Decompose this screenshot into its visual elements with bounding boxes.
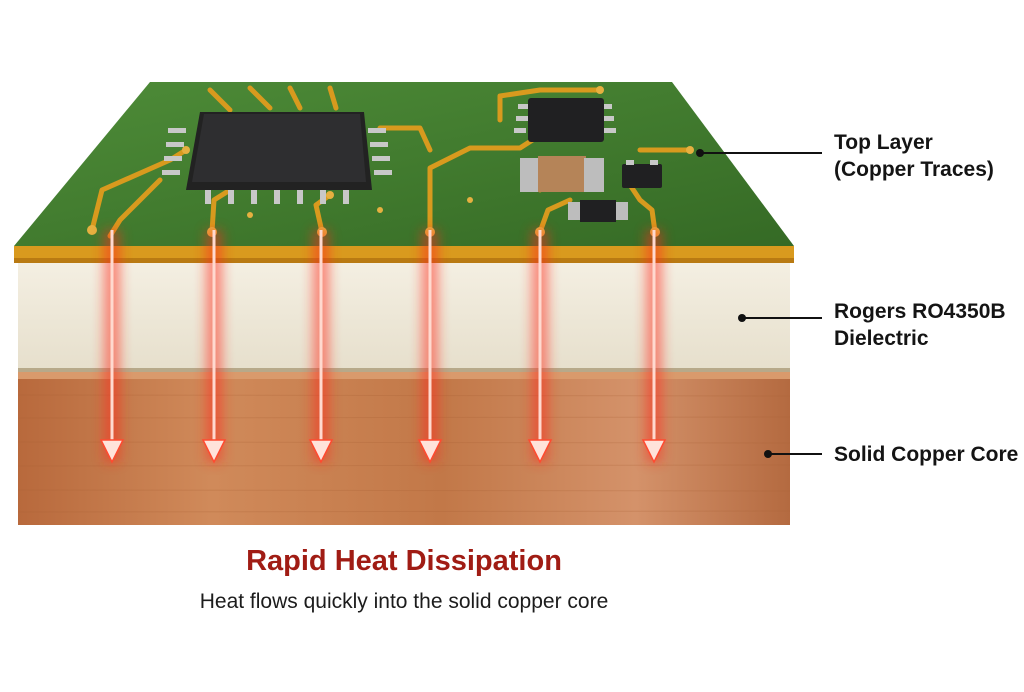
smd-transistor: [622, 160, 662, 188]
callout-lines: [700, 152, 822, 455]
label-dielectric-line1: Rogers RO4350B: [834, 300, 1006, 323]
label-dielectric: Rogers RO4350B Dielectric: [834, 298, 1006, 352]
heat-arrow: [99, 230, 125, 464]
qfp-chip: [162, 112, 392, 204]
pcb-top-surface: [14, 82, 794, 246]
heat-arrow: [417, 230, 443, 464]
heat-arrow: [527, 230, 553, 464]
callout-dot-dielectric: [738, 314, 746, 322]
copper-core-layer: [17, 371, 791, 525]
label-dielectric-line2: Dielectric: [834, 327, 929, 350]
heat-arrow: [201, 230, 227, 464]
heat-arrow: [308, 230, 334, 464]
copper-traces: [89, 85, 693, 239]
small-ic: [514, 98, 616, 142]
heat-arrow: [641, 230, 667, 464]
callout-dot-core: [764, 450, 772, 458]
label-top-layer-line1: Top Layer: [834, 131, 933, 154]
smd-diode: [568, 200, 628, 222]
heat-flow-arrows: [99, 230, 667, 464]
caption-title: Rapid Heat Dissipation: [246, 545, 562, 577]
caption-subtitle: Heat flows quickly into the solid copper…: [199, 590, 609, 613]
label-core-line1: Solid Copper Core: [834, 443, 1019, 466]
label-core: Solid Copper Core: [834, 441, 1018, 468]
smd-capacitor: [520, 156, 604, 192]
label-top-layer-line2: (Copper Traces): [834, 158, 994, 181]
label-top-layer: Top Layer (Copper Traces): [834, 129, 994, 183]
callout-dot-top-layer: [696, 149, 704, 157]
dielectric-layer: [18, 262, 790, 372]
